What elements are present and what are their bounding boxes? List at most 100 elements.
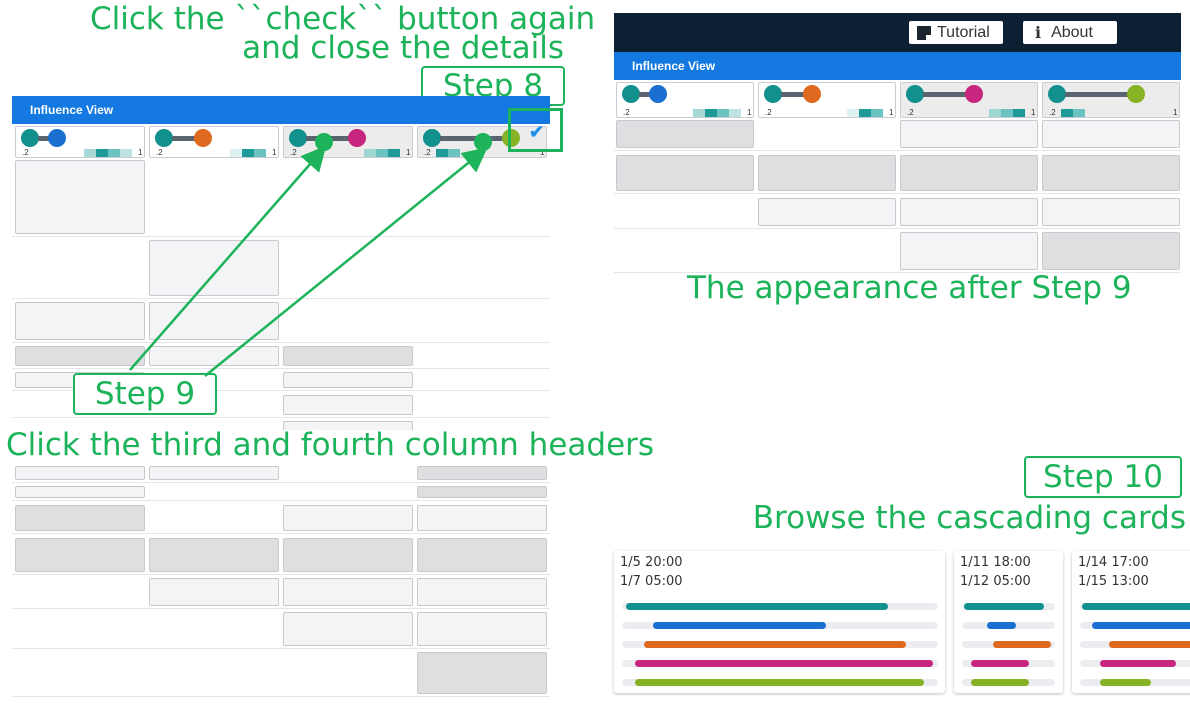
column-range-max: 1	[138, 148, 143, 157]
influence-cell[interactable]	[758, 155, 896, 191]
about-button[interactable]: i About	[1023, 21, 1117, 44]
influence-cell[interactable]	[616, 155, 754, 191]
influence-cell[interactable]	[900, 198, 1038, 226]
after-step9-caption: The appearance after Step 9	[687, 270, 1132, 306]
column-influence-strip	[729, 109, 741, 117]
column-range-min: .2	[156, 148, 163, 157]
influence-cell[interactable]	[1042, 155, 1180, 191]
column-link-bar	[639, 92, 651, 97]
influence-cell[interactable]	[149, 466, 279, 480]
column-source-dot	[1048, 85, 1066, 103]
influence-cell[interactable]	[15, 486, 145, 498]
influence-cell[interactable]	[417, 538, 547, 572]
card-series-bar	[626, 603, 888, 610]
column-range-min: .2	[765, 108, 772, 117]
column-header-2[interactable]: .2 1	[758, 82, 896, 118]
info-icon: i	[1035, 23, 1042, 42]
column-influence-strip	[847, 109, 859, 117]
row-divider	[12, 390, 550, 391]
column-link-bar	[923, 92, 967, 97]
step9-instruction: Click the third and fourth column header…	[6, 427, 655, 463]
influence-cell[interactable]	[900, 120, 1038, 148]
check-icon[interactable]: ✔	[529, 122, 545, 142]
cascade-card-2[interactable]: 1/11 18:00 1/12 05:00	[954, 551, 1063, 693]
influence-cell[interactable]	[417, 505, 547, 531]
column-influence-strip	[84, 149, 96, 157]
column-target-dot	[803, 85, 821, 103]
column-range-min: .2	[290, 148, 297, 157]
column-influence-strip	[1061, 109, 1073, 117]
tutorial-button[interactable]: Tutorial	[909, 21, 1003, 44]
column-range-min: .2	[424, 148, 431, 157]
column-influence-strip	[376, 149, 388, 157]
column-target-dot	[48, 129, 66, 147]
influence-cell[interactable]	[616, 120, 754, 148]
column-range-max: 1	[1173, 108, 1178, 117]
influence-cell[interactable]	[900, 232, 1038, 270]
card-series-bar	[987, 622, 1016, 629]
influence-cell[interactable]	[283, 612, 413, 646]
column-influence-strip	[717, 109, 729, 117]
card-end-time: 1/12 05:00	[960, 574, 1031, 589]
column-influence-strip	[242, 149, 254, 157]
influence-cell[interactable]	[417, 652, 547, 694]
row-divider	[12, 417, 550, 418]
column-header-2[interactable]: .2 1	[149, 126, 279, 158]
influence-cell[interactable]	[1042, 232, 1180, 270]
influence-cell[interactable]	[283, 395, 413, 415]
card-series-bar	[964, 603, 1044, 610]
influence-cell[interactable]	[1042, 120, 1180, 148]
column-range-max: 1	[1031, 108, 1036, 117]
influence-cell[interactable]	[417, 486, 547, 498]
influence-cell[interactable]	[283, 538, 413, 572]
influence-cell[interactable]	[283, 505, 413, 531]
column-range-max: 1	[889, 108, 894, 117]
column-link-bar	[781, 92, 805, 97]
row-divider	[614, 150, 1181, 151]
card-series-bar	[971, 660, 1029, 667]
influence-cell[interactable]	[1042, 198, 1180, 226]
card-series-bar	[635, 660, 933, 667]
influence-cell[interactable]	[15, 538, 145, 572]
row-divider	[12, 648, 550, 649]
check-button-highlight[interactable]	[508, 108, 563, 152]
column-source-dot	[622, 85, 640, 103]
column-influence-strip	[364, 149, 376, 157]
influence-cell[interactable]	[417, 578, 547, 606]
row-divider	[12, 482, 550, 483]
step8-instruction-line2: and close the details	[242, 30, 564, 66]
column-target-dot	[194, 129, 212, 147]
tutorial-label: Tutorial	[937, 23, 990, 41]
card-series-bar	[971, 679, 1029, 686]
influence-cell[interactable]	[900, 155, 1038, 191]
influence-cell[interactable]	[149, 578, 279, 606]
influence-cell[interactable]	[15, 505, 145, 531]
column-influence-strip	[108, 149, 120, 157]
influence-cell[interactable]	[15, 302, 145, 340]
column-influence-strip	[120, 149, 132, 157]
column-source-dot	[764, 85, 782, 103]
influence-cell[interactable]	[758, 198, 896, 226]
influence-cell[interactable]	[417, 612, 547, 646]
influence-cell[interactable]	[149, 538, 279, 572]
influence-cell[interactable]	[283, 578, 413, 606]
column-influence-strip	[1001, 109, 1013, 117]
card-start-time: 1/14 17:00	[1078, 555, 1149, 570]
influence-cell[interactable]	[15, 160, 145, 234]
influence-cell[interactable]	[417, 466, 547, 480]
card-start-time: 1/11 18:00	[960, 555, 1031, 570]
column-source-dot	[906, 85, 924, 103]
influence-cell[interactable]	[15, 466, 145, 480]
card-series-bar	[653, 622, 826, 629]
row-divider	[12, 696, 550, 697]
column-range-max: 1	[272, 148, 277, 157]
column-target-dot	[649, 85, 667, 103]
column-link-bar	[1065, 92, 1129, 97]
